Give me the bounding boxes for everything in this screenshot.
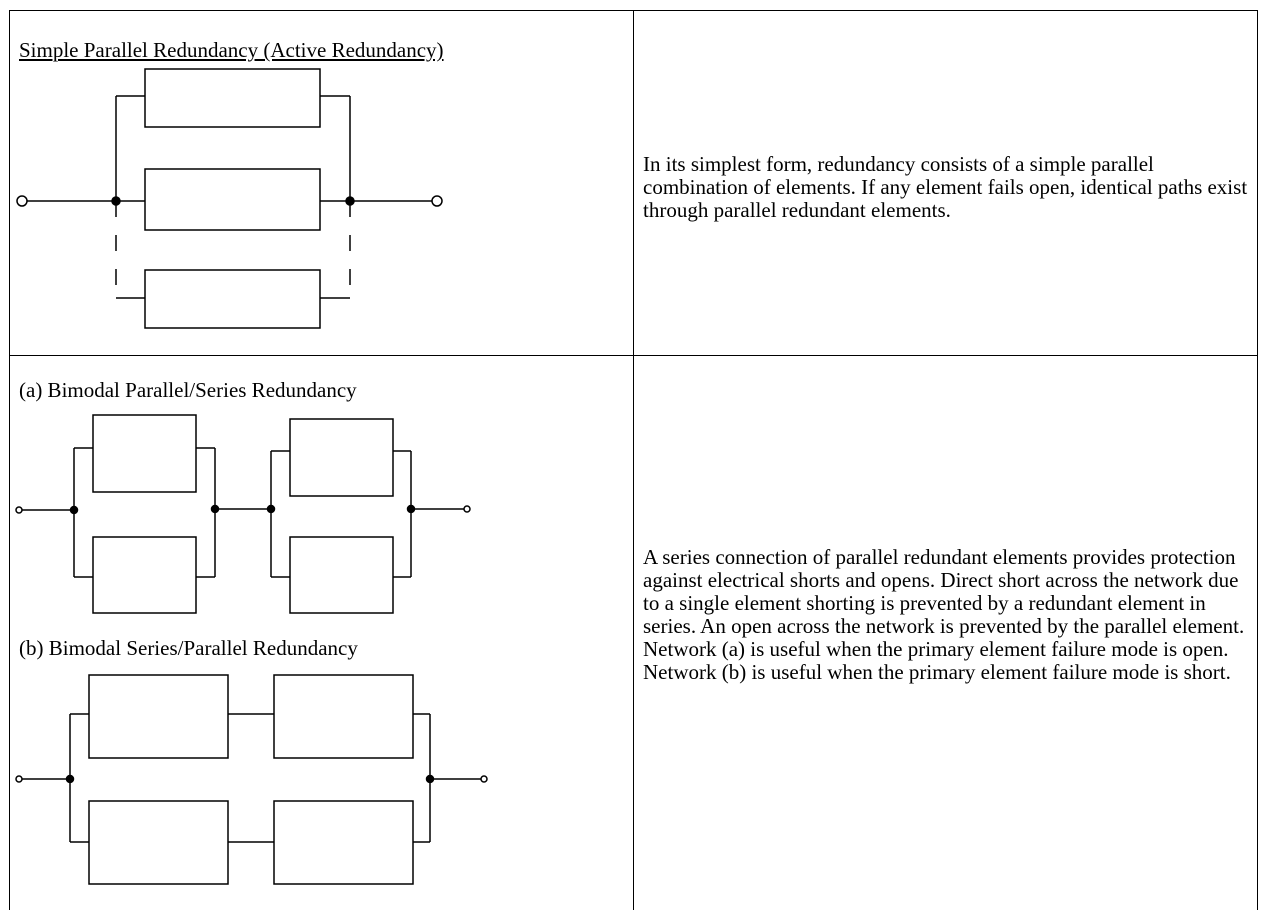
element-b2-right [273,800,414,885]
simple-parallel-description: In its simplest form, redundancy consist… [643,152,1248,222]
table-border-right [1257,10,1258,910]
bimodal-parallel-series-title: (a) Bimodal Parallel/Series Redundancy [19,378,357,402]
output-terminal-b [480,775,488,783]
element-box-middle [144,168,321,231]
element-b2-left [88,800,229,885]
simple-parallel-diagram [16,68,443,329]
input-terminal [16,195,28,207]
element-a2-bottom [289,536,394,614]
left-junction [111,196,121,206]
element-a1-bottom [92,536,197,614]
table-border-top [9,10,1258,11]
right-junction [345,196,355,206]
bimodal-description: A series connection of parallel redundan… [643,545,1245,684]
output-terminal-a [463,505,471,513]
element-box-top [144,68,321,128]
element-box-standby [144,269,321,329]
bimodal-parallel-series-diagram [15,414,471,614]
input-terminal-a [15,506,23,514]
simple-parallel-title: Simple Parallel Redundancy (Active Redun… [19,38,444,62]
table-column-divider [633,10,634,910]
element-b1-right [273,674,414,759]
table-row-divider [9,355,1258,356]
bimodal-series-parallel-title: (b) Bimodal Series/Parallel Redundancy [19,636,358,660]
table-border-left [9,10,10,910]
element-b1-left [88,674,229,759]
element-a1-top [92,414,197,493]
element-a2-top [289,418,394,497]
input-terminal-b [15,775,23,783]
bimodal-series-parallel-diagram [15,674,488,885]
output-terminal [431,195,443,207]
